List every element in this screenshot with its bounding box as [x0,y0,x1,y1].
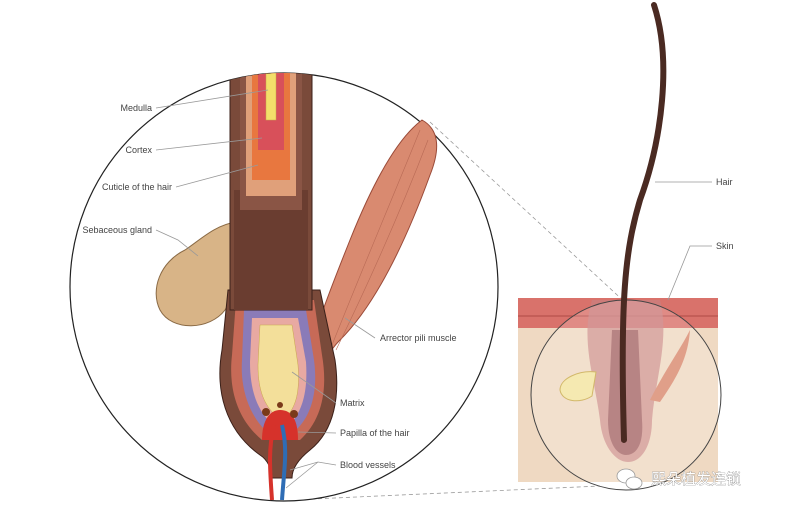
label-hair: Hair [716,177,733,187]
label-matrix: Matrix [340,398,365,408]
zoom-connector-lines [289,121,629,501]
skin-cross-section [518,2,722,491]
label-sebaceous-gland: Sebaceous gland [82,225,152,235]
blood-vessel-red [268,424,276,501]
blood-vessel-blue [280,424,288,501]
label-cortex: Cortex [125,145,152,155]
label-medulla: Medulla [120,103,152,113]
label-papilla: Papilla of the hair [340,428,410,438]
watermark: 熙朵植发连锁 [616,468,741,490]
label-cuticle: Cuticle of the hair [102,182,172,192]
hair-strand [619,2,667,443]
label-blood-vessels: Blood vessels [340,460,396,470]
wechat-icon [616,468,643,490]
magnified-follicle [69,72,499,502]
watermark-text: 熙朵植发连锁 [651,470,741,488]
label-leaders [155,89,712,489]
label-skin: Skin [716,241,734,251]
label-arrector-pili-muscle: Arrector pili muscle [380,333,457,343]
